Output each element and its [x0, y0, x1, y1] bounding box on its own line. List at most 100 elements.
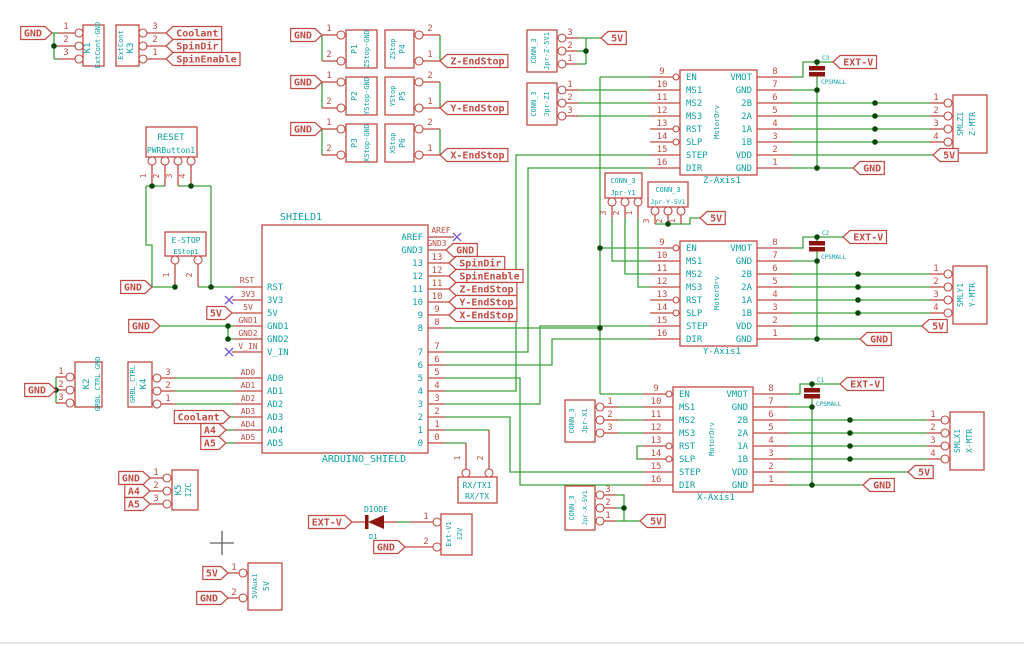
pin[interactable]	[595, 415, 605, 425]
pin[interactable]	[940, 441, 950, 451]
connector-smlz1[interactable]	[952, 94, 988, 154]
pin[interactable]	[672, 296, 680, 304]
net-flag-gnd[interactable]	[859, 331, 892, 347]
pin[interactable]	[943, 308, 953, 318]
net-wire[interactable]	[445, 377, 643, 486]
net-flag-5v[interactable]	[206, 305, 233, 321]
net-flag-gnd[interactable]	[120, 279, 153, 295]
net-flag-a4[interactable]	[200, 422, 227, 438]
net-flag-a5[interactable]	[124, 496, 151, 512]
pin[interactable]	[152, 373, 162, 383]
connector-jpr-x1[interactable]	[564, 399, 596, 443]
driver-z-axis1[interactable]	[679, 69, 758, 176]
net-flag-5v[interactable]	[699, 210, 726, 226]
pin[interactable]	[65, 372, 75, 382]
net-flag-spindir[interactable]	[448, 255, 506, 271]
connector-P1[interactable]	[345, 29, 378, 69]
pin[interactable]	[74, 41, 84, 51]
net-flag-gnd[interactable]	[128, 318, 161, 334]
net-flag-y-endstop[interactable]	[448, 294, 518, 310]
pin[interactable]	[170, 255, 180, 265]
pin[interactable]	[557, 33, 567, 43]
pin[interactable]	[138, 28, 148, 38]
pin[interactable]	[414, 124, 424, 134]
net-flag-gnd[interactable]	[852, 160, 885, 176]
pin[interactable]	[557, 98, 567, 108]
pin[interactable]	[414, 77, 424, 87]
pin[interactable]	[193, 255, 203, 265]
net-flag-5v[interactable]	[639, 513, 666, 529]
pin[interactable]	[414, 103, 424, 113]
net-wire[interactable]	[445, 167, 650, 353]
pin[interactable]	[595, 428, 605, 438]
pin[interactable]	[943, 137, 953, 147]
pin[interactable]	[336, 124, 346, 134]
pin[interactable]	[173, 156, 183, 166]
net-flag-z-endstop[interactable]	[448, 281, 518, 297]
net-flag-ext-v[interactable]	[307, 514, 353, 530]
connector-smlx1[interactable]	[949, 411, 985, 471]
net-flag-gnd[interactable]	[24, 382, 57, 398]
pin[interactable]	[336, 103, 346, 113]
net-flag-gnd[interactable]	[290, 121, 323, 137]
pin[interactable]	[238, 568, 248, 578]
pin[interactable]	[65, 398, 75, 408]
pin[interactable]	[595, 503, 605, 513]
pin[interactable]	[152, 399, 162, 409]
net-wire[interactable]	[445, 325, 650, 405]
pin[interactable]	[186, 156, 196, 166]
net-wire[interactable]	[637, 218, 650, 288]
pin[interactable]	[557, 59, 567, 69]
net-flag-a4[interactable]	[124, 483, 151, 499]
pin[interactable]	[665, 442, 673, 450]
estop-switch[interactable]	[164, 231, 207, 257]
net-flag-z-endstop[interactable]	[439, 53, 509, 69]
connector-K5[interactable]	[171, 469, 199, 511]
net-flag-coolant[interactable]	[165, 25, 223, 41]
net-flag-a5[interactable]	[200, 435, 227, 451]
pin[interactable]	[663, 206, 673, 216]
arduino-shield[interactable]	[261, 224, 429, 454]
connector-jpr-x-5v1[interactable]	[564, 485, 596, 531]
net-wire[interactable]	[445, 416, 643, 473]
net-flag-gnd[interactable]	[20, 25, 53, 41]
net-flag-spinenable[interactable]	[165, 51, 241, 67]
pin[interactable]	[432, 517, 442, 527]
connector-P2[interactable]	[345, 76, 378, 116]
connector-rx-tx1[interactable]	[457, 476, 498, 504]
pin[interactable]	[633, 197, 643, 207]
pin[interactable]	[595, 516, 605, 526]
connector-P3[interactable]	[345, 123, 378, 163]
pin[interactable]	[943, 124, 953, 134]
pin[interactable]	[336, 77, 346, 87]
pin[interactable]	[943, 98, 953, 108]
pin[interactable]	[138, 54, 148, 64]
net-wire[interactable]	[788, 383, 840, 395]
pin[interactable]	[676, 206, 686, 216]
pin[interactable]	[162, 499, 172, 509]
net-wire[interactable]	[636, 445, 643, 460]
pin[interactable]	[595, 490, 605, 500]
connector-K4[interactable]	[127, 361, 153, 408]
pin[interactable]	[620, 197, 630, 207]
pin[interactable]	[147, 156, 157, 166]
pin[interactable]	[940, 454, 950, 464]
connector-P4[interactable]	[384, 29, 415, 69]
pin[interactable]	[557, 46, 567, 56]
net-flag-gnd[interactable]	[290, 27, 323, 43]
net-wire[interactable]	[616, 494, 625, 521]
pin[interactable]	[650, 206, 660, 216]
net-wire[interactable]	[445, 338, 650, 366]
connector-K2[interactable]	[74, 361, 103, 408]
net-flag-gnd[interactable]	[862, 477, 895, 493]
pin[interactable]	[607, 197, 617, 207]
pin[interactable]	[336, 150, 346, 160]
net-flag-5v[interactable]	[600, 30, 627, 46]
pin[interactable]	[336, 30, 346, 40]
net-flag-5v[interactable]	[932, 147, 959, 163]
net-flag-gnd[interactable]	[196, 590, 229, 606]
pin[interactable]	[940, 415, 950, 425]
pin[interactable]	[414, 30, 424, 40]
net-flag-5v[interactable]	[921, 318, 948, 334]
net-wire[interactable]	[611, 218, 650, 262]
